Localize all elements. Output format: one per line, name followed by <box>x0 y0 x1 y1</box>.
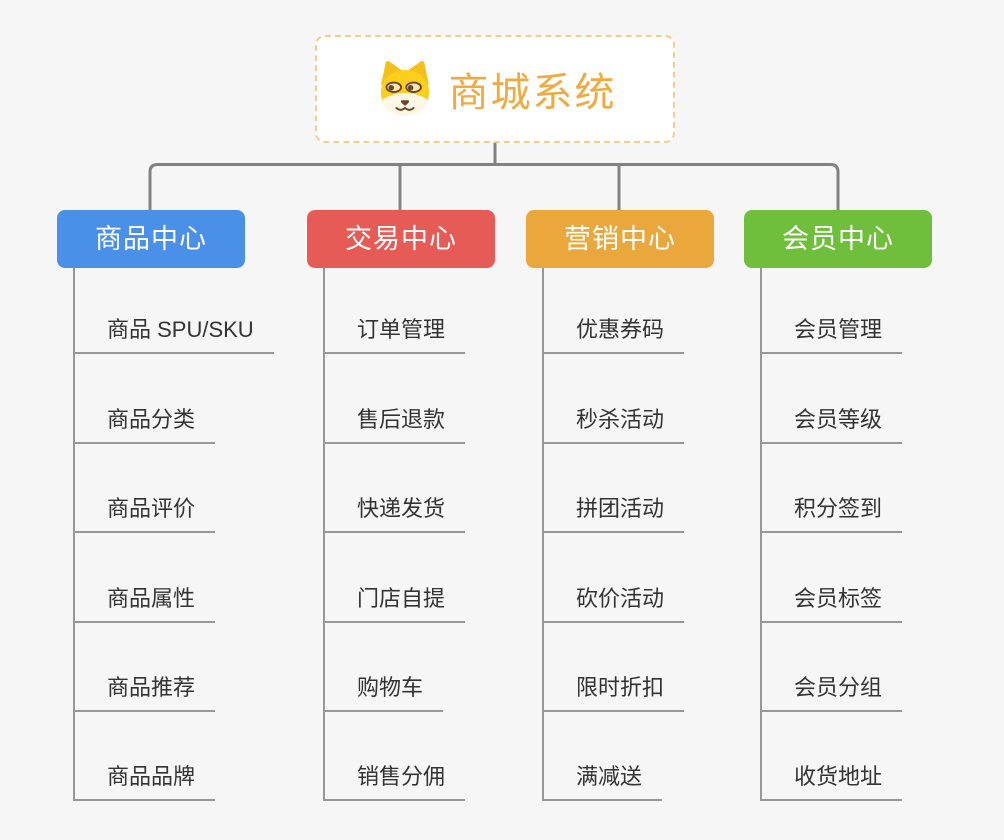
branch-items-member-center: 会员管理 会员等级 积分签到 会员标签 会员分组 收货地址 <box>760 268 1004 801</box>
branch-items-marketing-center: 优惠券码 秒杀活动 拼团活动 砍价活动 限时折扣 满减送 <box>542 268 794 801</box>
branch-header-trade-center[interactable]: 交易中心 <box>307 210 495 268</box>
leaf-node[interactable]: 售后退款 <box>323 406 466 444</box>
leaf-node[interactable]: 砍价活动 <box>542 585 685 623</box>
leaf-node[interactable]: 商品评价 <box>73 495 216 533</box>
leaf-node[interactable]: 秒杀活动 <box>542 406 685 444</box>
branch-header-member-center[interactable]: 会员中心 <box>744 210 932 268</box>
leaf-node[interactable]: 限时折扣 <box>542 674 685 712</box>
leaf-node[interactable]: 订单管理 <box>323 316 466 354</box>
leaf-node[interactable]: 商品推荐 <box>73 674 216 712</box>
dog-face-icon <box>374 60 436 118</box>
leaf-node[interactable]: 会员等级 <box>760 406 903 444</box>
leaf-node[interactable]: 会员标签 <box>760 585 903 623</box>
branch-header-product-center[interactable]: 商品中心 <box>57 210 245 268</box>
branch-items-trade-center: 订单管理 售后退款 快递发货 门店自提 购物车 销售分佣 <box>323 268 575 801</box>
leaf-node[interactable]: 商品 SPU/SKU <box>73 316 274 354</box>
leaf-node[interactable]: 商品分类 <box>73 406 216 444</box>
branch-rail-line <box>148 163 840 210</box>
root-title: 商城系统 <box>448 71 617 115</box>
leaf-node[interactable]: 满减送 <box>542 763 663 801</box>
leaf-node[interactable]: 商品属性 <box>73 585 216 623</box>
root-node[interactable]: 商城系统 <box>315 35 675 143</box>
leaf-node[interactable]: 积分签到 <box>760 495 903 533</box>
branch-items-product-center: 商品 SPU/SKU 商品分类 商品评价 商品属性 商品推荐 商品品牌 <box>73 268 325 801</box>
leaf-node[interactable]: 商品品牌 <box>73 763 216 801</box>
leaf-node[interactable]: 门店自提 <box>323 585 466 623</box>
leaf-node[interactable]: 收货地址 <box>760 763 903 801</box>
leaf-node[interactable]: 购物车 <box>323 674 444 712</box>
leaf-node[interactable]: 销售分佣 <box>323 763 466 801</box>
leaf-node[interactable]: 优惠券码 <box>542 316 685 354</box>
leaf-node[interactable]: 会员分组 <box>760 674 903 712</box>
leaf-node[interactable]: 拼团活动 <box>542 495 685 533</box>
branch-header-marketing-center[interactable]: 营销中心 <box>526 210 714 268</box>
leaf-node[interactable]: 快递发货 <box>323 495 466 533</box>
leaf-node[interactable]: 会员管理 <box>760 316 903 354</box>
